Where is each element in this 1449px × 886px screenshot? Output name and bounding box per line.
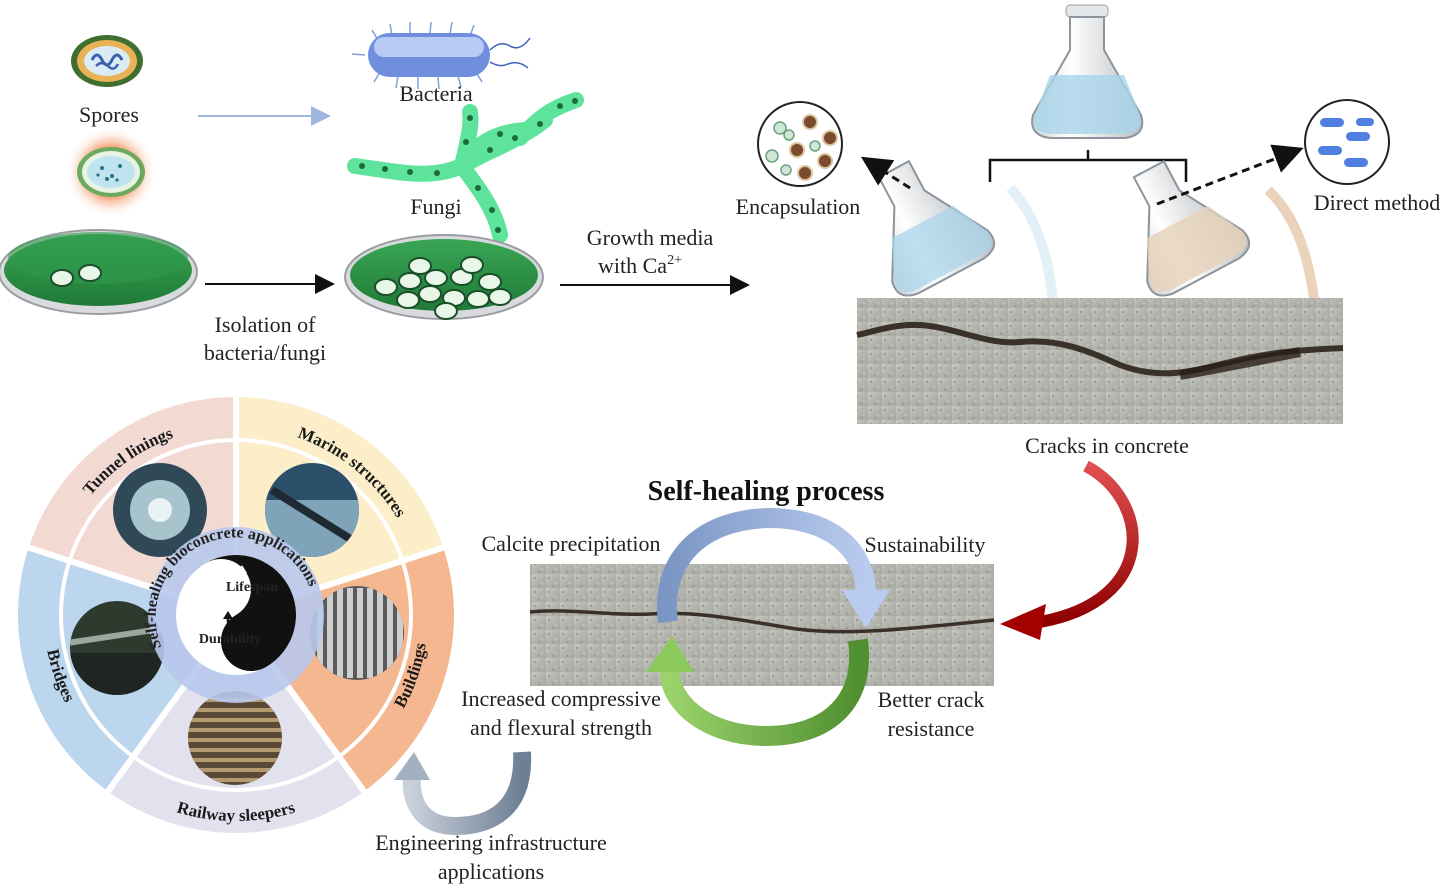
sustainability-label: Sustainability [865,532,986,557]
growth-media-line2: with Ca2+ [598,253,682,278]
wheel-inner-ring [59,438,413,792]
growth-media-line1: Growth media [587,225,714,250]
encapsulation-capsules-icon [757,101,843,187]
flask-split-bracket [988,150,1188,182]
strength-label-line2: and flexural strength [470,715,652,740]
strength-label-line1: Increased compressive [461,686,661,711]
crack-to-cycle-arrowhead [1000,604,1046,640]
cycle-arrow-top [657,507,876,624]
durability-arrowhead [223,611,233,619]
lifespan-arrowhead [237,565,247,573]
self-healing-title: Self-healing process [648,476,885,507]
calcite-label: Calcite precipitation [482,531,661,556]
direct-method-label: Direct method [1314,190,1440,215]
spore-icon [71,35,143,87]
crack-resistance-line2: resistance [888,716,975,741]
spores-label: Spores [79,102,139,127]
top-flask-icon [1031,4,1144,139]
yin-yang-dark-half [206,555,296,671]
fungi-label: Fungi [410,194,461,219]
infra-label-line2: applications [438,859,544,884]
lifespan-label: Lifespan [226,580,278,595]
encapsulation-flask-icon [877,159,996,297]
petri-dish-left [0,229,198,315]
growth-media-with-ca: with Ca [598,253,667,278]
cracks-label: Cracks in concrete [1025,433,1189,458]
isolation-label-line2: bacteria/fungi [204,340,326,365]
infra-return-arrowhead [394,752,430,780]
petri-dish-right [344,234,544,320]
crack-to-cycle-arrow [1038,460,1139,628]
encapsulation-arrow [860,156,911,190]
encapsulation-label: Encapsulation [736,194,861,219]
durability-label: Durability [199,632,261,647]
photo-tunnel [113,463,207,557]
cracked-concrete-image [856,298,1344,424]
isolation-label-line1: Isolation of [215,312,316,337]
fungi-hyphae-icon [347,92,584,243]
cycle-arrowhead-top [842,590,890,628]
direct-method-bacteria-icon [1304,99,1390,185]
infra-label-line1: Engineering infrastructure [375,830,607,855]
direct-method-flask-icon [1132,159,1251,297]
cycle-arrowhead-bottom [646,636,694,672]
healing-concrete-image [529,564,995,686]
growth-media-superscript: 2+ [667,253,682,268]
infra-return-arrow [402,751,532,836]
bacteria-label: Bacteria [399,81,473,106]
spore-cross-section-icon [65,126,157,218]
cycle-arrow-bottom [660,638,870,747]
fungi-spore-dots [359,98,578,233]
photo-buildings [310,586,404,680]
bacteria-icon [351,21,531,90]
crack-resistance-line1: Better crack [878,687,985,712]
